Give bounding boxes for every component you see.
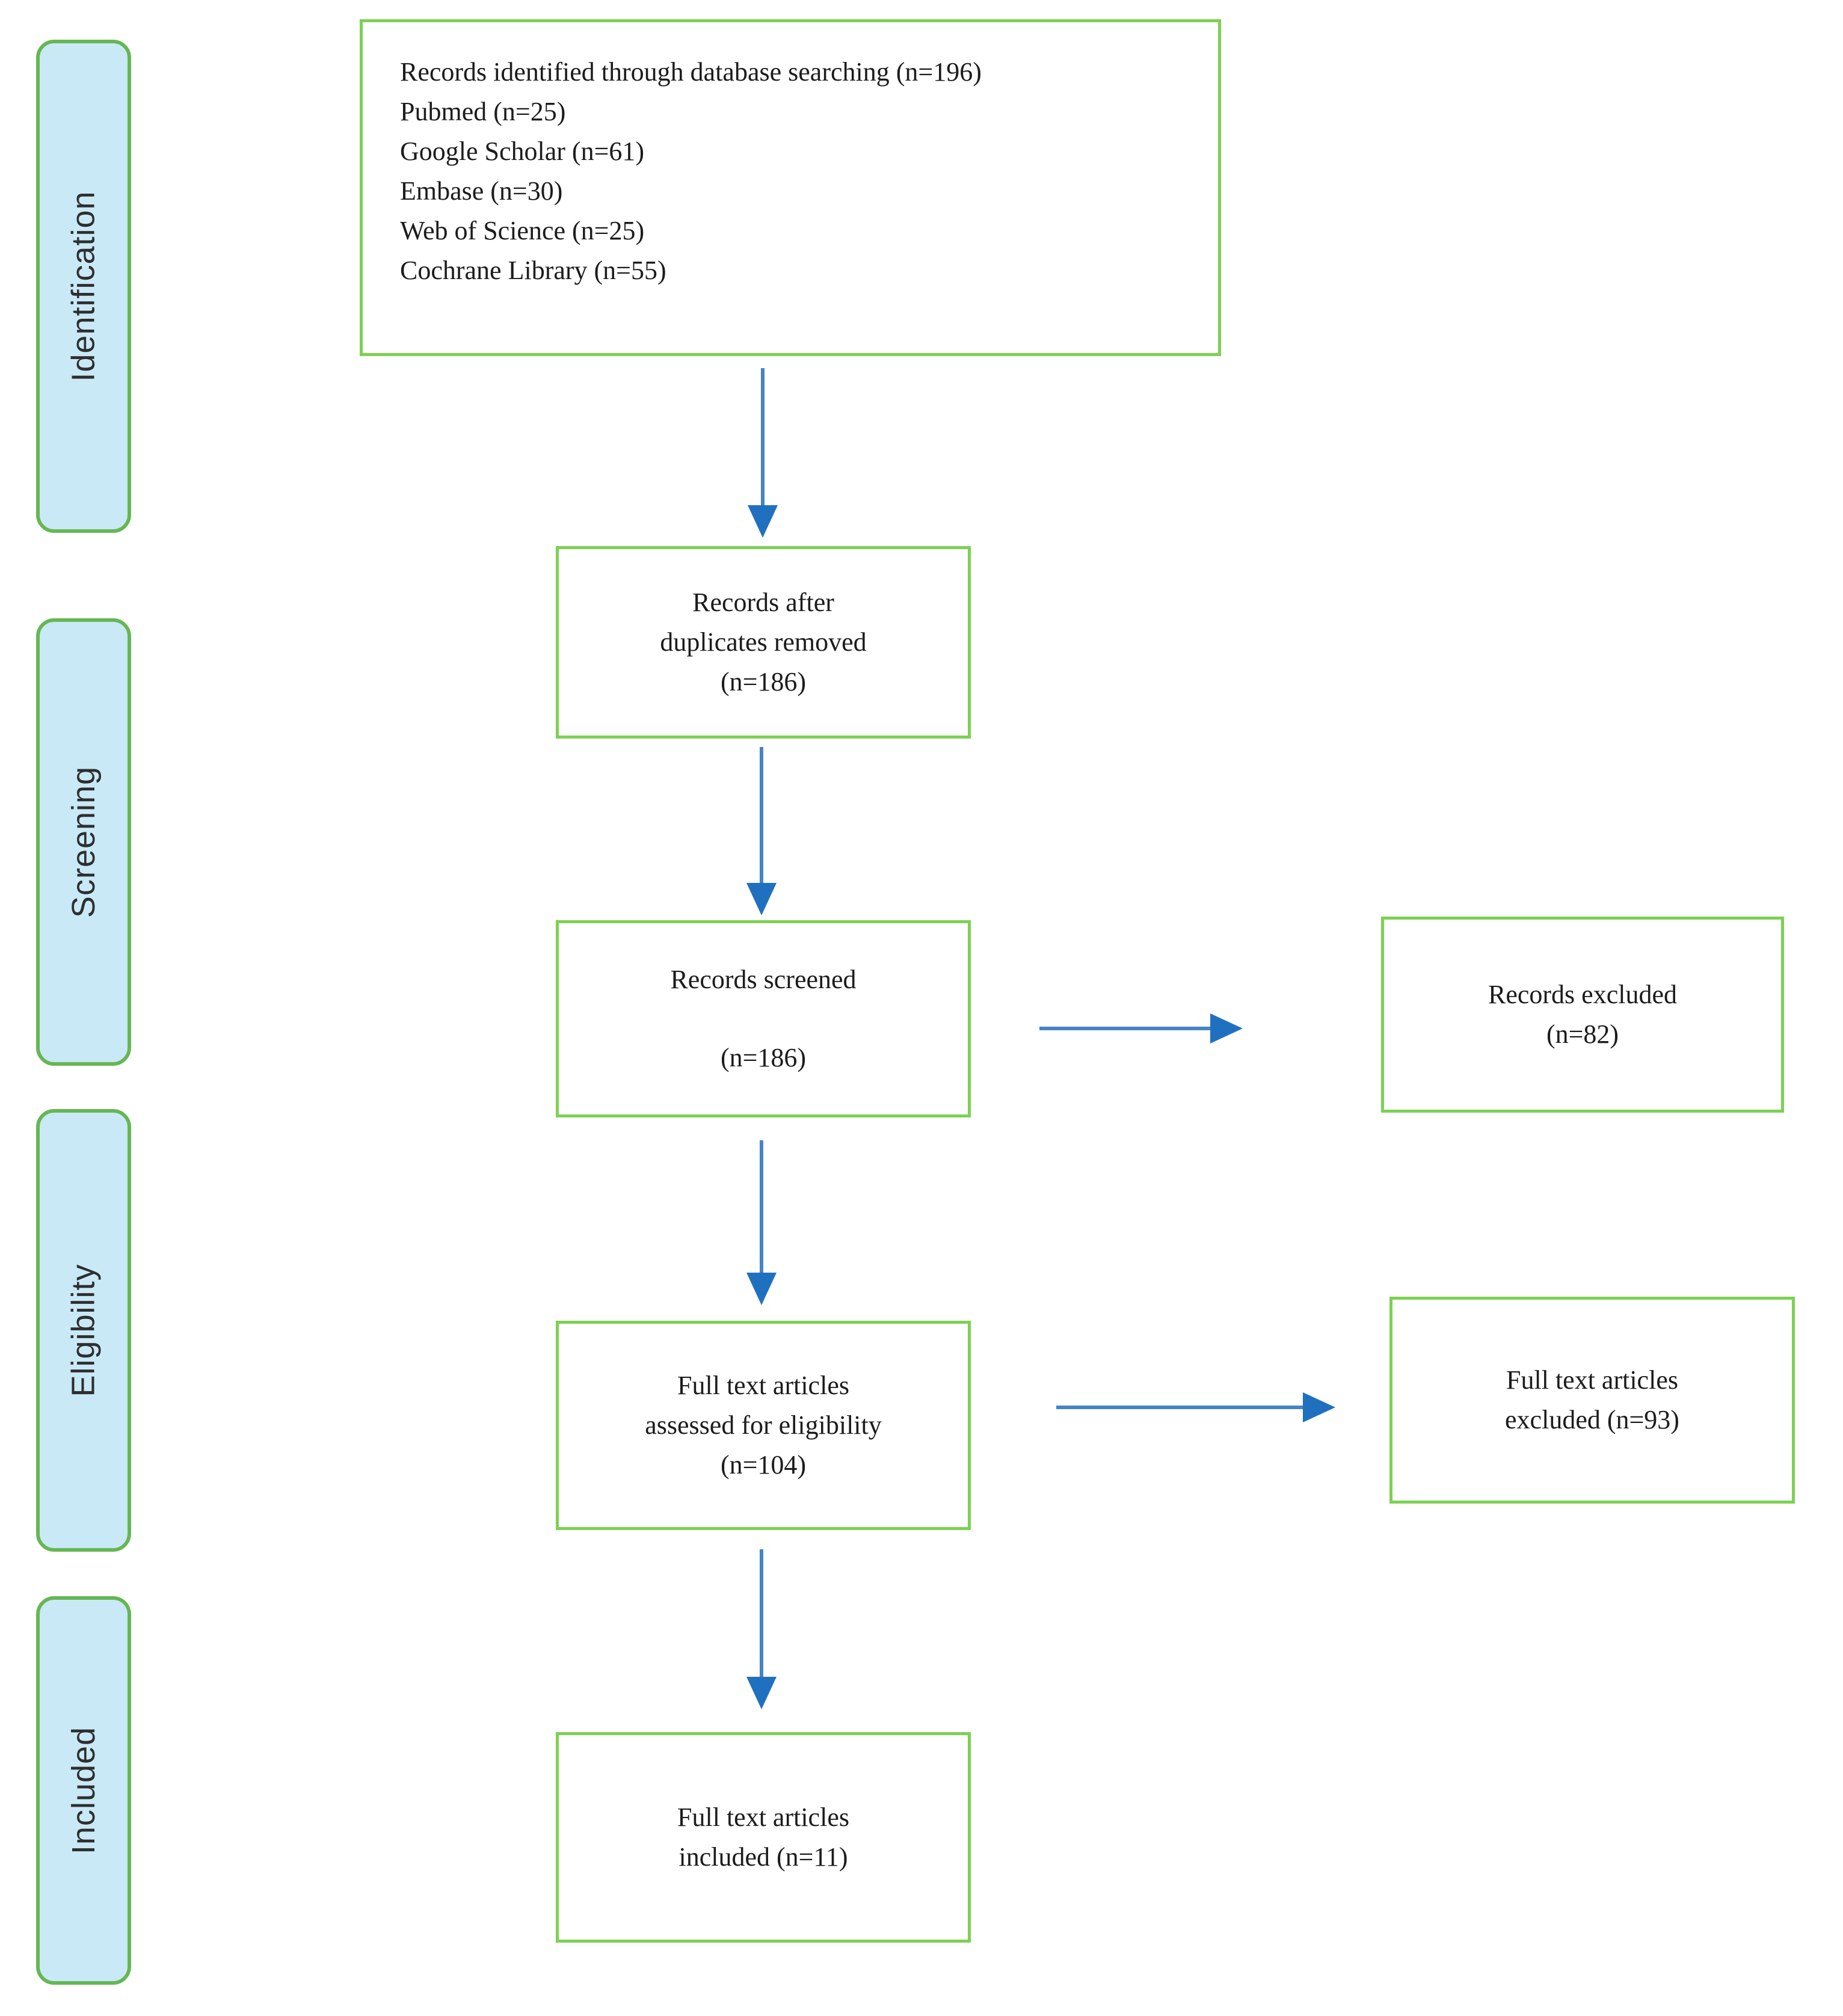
stage-screening: Screening	[36, 618, 131, 1066]
stage-included-label: Included	[66, 1726, 102, 1855]
fulltext-assessed-count: (n=104)	[720, 1450, 807, 1480]
records-identified-line: Cochrane Library (n=55)	[400, 256, 666, 285]
records-identified-line: Embase (n=30)	[400, 176, 563, 206]
fulltext-included-line: Full text articles	[677, 1802, 849, 1832]
box-records-excluded: Records excluded (n=82)	[1381, 917, 1784, 1113]
stage-eligibility: Eligibility	[36, 1109, 131, 1552]
fulltext-excluded-line: excluded (n=93)	[1505, 1405, 1679, 1434]
records-excluded-line: Records excluded	[1488, 980, 1677, 1009]
stage-identification: Identification	[36, 40, 131, 533]
fulltext-assessed-line: Full text articles	[677, 1371, 849, 1400]
after-duplicates-line: Records after	[692, 588, 834, 617]
arrow-duplicates-to-screened	[746, 747, 777, 915]
records-identified-line: Records identified through database sear…	[400, 57, 982, 87]
fulltext-excluded-line: Full text articles	[1506, 1365, 1678, 1395]
records-screened-title: Records screened	[670, 965, 857, 994]
records-excluded-count: (n=82)	[1546, 1019, 1619, 1049]
records-screened-count: (n=186)	[720, 1043, 807, 1072]
stage-screening-label: Screening	[66, 766, 102, 918]
box-records-after-duplicates: Records after duplicates removed (n=186)	[556, 546, 971, 739]
fulltext-assessed-line: assessed for eligibility	[645, 1410, 882, 1440]
stage-identification-label: Identification	[66, 191, 102, 382]
records-identified-line: Pubmed (n=25)	[400, 97, 566, 126]
after-duplicates-line: duplicates removed	[660, 627, 867, 657]
records-identified-line: Web of Science (n=25)	[400, 216, 645, 245]
arrow-identified-to-duplicates	[748, 368, 778, 538]
after-duplicates-count: (n=186)	[720, 667, 807, 696]
arrow-screened-to-assessed	[746, 1140, 777, 1305]
box-fulltext-excluded: Full text articles excluded (n=93)	[1389, 1297, 1795, 1504]
box-fulltext-assessed: Full text articles assessed for eligibil…	[556, 1321, 971, 1530]
records-identified-line: Google Scholar (n=61)	[400, 137, 645, 166]
arrow-assessed-to-included	[746, 1549, 777, 1709]
arrow-screened-to-excluded	[1039, 1013, 1243, 1043]
box-fulltext-included: Full text articles included (n=11)	[556, 1732, 971, 1943]
box-records-identified: Records identified through database sear…	[360, 19, 1221, 356]
stage-eligibility-label: Eligibility	[66, 1264, 102, 1397]
arrow-assessed-to-fulltext-excluded	[1056, 1392, 1335, 1422]
fulltext-included-line: included (n=11)	[678, 1842, 848, 1872]
box-records-screened: Records screened (n=186)	[556, 920, 971, 1117]
stage-included: Included	[36, 1596, 131, 1985]
